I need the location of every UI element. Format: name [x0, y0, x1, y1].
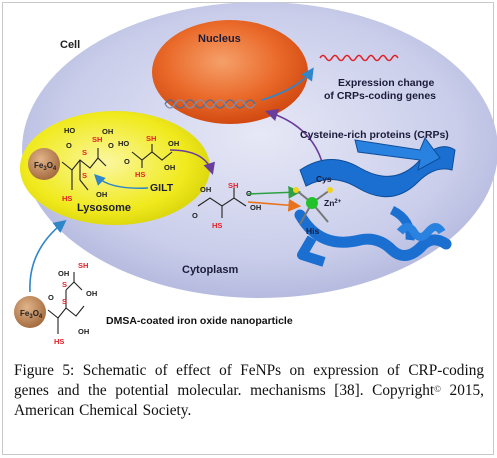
diagram-canvas: Cell Nucleus Expression change of CRPs-c…	[14, 2, 497, 346]
expression-label-line2: of CRPs-coding genes	[324, 90, 436, 102]
zinc-label: Zn2+	[324, 198, 342, 208]
cyto-hs: HS	[212, 221, 222, 230]
np-s-1: S	[62, 280, 67, 289]
zinc-ion	[306, 197, 318, 209]
dna-helix	[164, 99, 256, 109]
copyright-symbol: ©	[434, 384, 441, 394]
np-oh-1: OH	[58, 269, 69, 278]
cell-label: Cell	[60, 39, 80, 51]
svg-text:Fe3O4: Fe3O4	[34, 161, 57, 172]
cys-label: Cys	[316, 174, 332, 184]
lyso-s-2: S	[82, 171, 87, 180]
released-dmsa-lysosome	[131, 144, 173, 168]
lyso-o-1: O	[66, 141, 72, 150]
lysosome-exit-arrow	[169, 149, 215, 175]
rel-o-1: O	[124, 157, 130, 166]
crp-label: Cysteine-rich proteins (CRPs)	[300, 129, 449, 141]
lyso-oh-1: OH	[102, 127, 113, 136]
lysosome	[20, 111, 210, 225]
cyto-oh-2: OH	[250, 203, 261, 212]
dmsa-bound-molecule-lysosome	[61, 148, 107, 191]
green-arrow	[247, 185, 302, 199]
orange-arrow	[247, 198, 302, 212]
expression-label-line1: Expression change	[338, 77, 434, 89]
uptake-arrow	[29, 220, 67, 293]
np-sh: SH	[78, 261, 88, 270]
lyso-sh-1: SH	[92, 135, 102, 144]
np-oh-2: OH	[86, 289, 97, 298]
np-oh-3: OH	[78, 327, 89, 336]
figure-prefix: Figure 5:	[14, 362, 75, 379]
cell-body	[22, 2, 497, 298]
rel-ho-1: HO	[118, 139, 129, 148]
caption-text-end: 2015, American Chemical Society.	[14, 382, 484, 419]
crp-protein-ribbon	[294, 137, 456, 267]
gilt-arrow	[94, 174, 149, 189]
iron-oxide-particle-lysosome: Fe3O4	[28, 148, 60, 180]
np-s-2: S	[62, 297, 67, 306]
caption-text: Schematic of effect of FeNPs on expressi…	[14, 362, 484, 399]
nucleus-label: Nucleus	[198, 33, 241, 45]
lyso-ho-1: HO	[64, 126, 75, 135]
iron-oxide-particle-outside: Fe3O4	[14, 296, 46, 328]
his-label: His	[306, 226, 320, 236]
cyto-sh: SH	[228, 181, 238, 190]
gilt-label: GILT	[150, 182, 174, 194]
expression-arrow	[261, 67, 314, 101]
mrna-wave	[319, 54, 399, 62]
np-o-1: O	[48, 293, 54, 302]
cytoplasm-label: Cytoplasm	[182, 264, 238, 276]
lyso-oh-2: OH	[96, 190, 107, 199]
dmsa-coating-molecule	[47, 272, 85, 334]
figure-caption: Figure 5: Schematic of effect of FeNPs o…	[14, 361, 484, 421]
rel-sh-1: SH	[146, 134, 156, 143]
lyso-s-1: S	[82, 148, 87, 157]
np-hs: HS	[54, 337, 64, 346]
svg-text:Fe3O4: Fe3O4	[20, 309, 43, 320]
zinc-site	[293, 187, 333, 225]
rel-oh-2: OH	[164, 163, 175, 172]
rel-oh-1: OH	[168, 139, 179, 148]
cytoplasm-dmsa	[197, 188, 247, 218]
nanoparticle-label: DMSA-coated iron oxide nanoparticle	[106, 315, 293, 327]
cyto-oh-1: OH	[200, 185, 211, 194]
lyso-o-2: O	[108, 141, 114, 150]
lysosome-label: Lysosome	[77, 202, 131, 214]
rel-hs-1: HS	[135, 170, 145, 179]
cyto-o-1: O	[192, 211, 198, 220]
lyso-hs-1: HS	[62, 194, 72, 203]
